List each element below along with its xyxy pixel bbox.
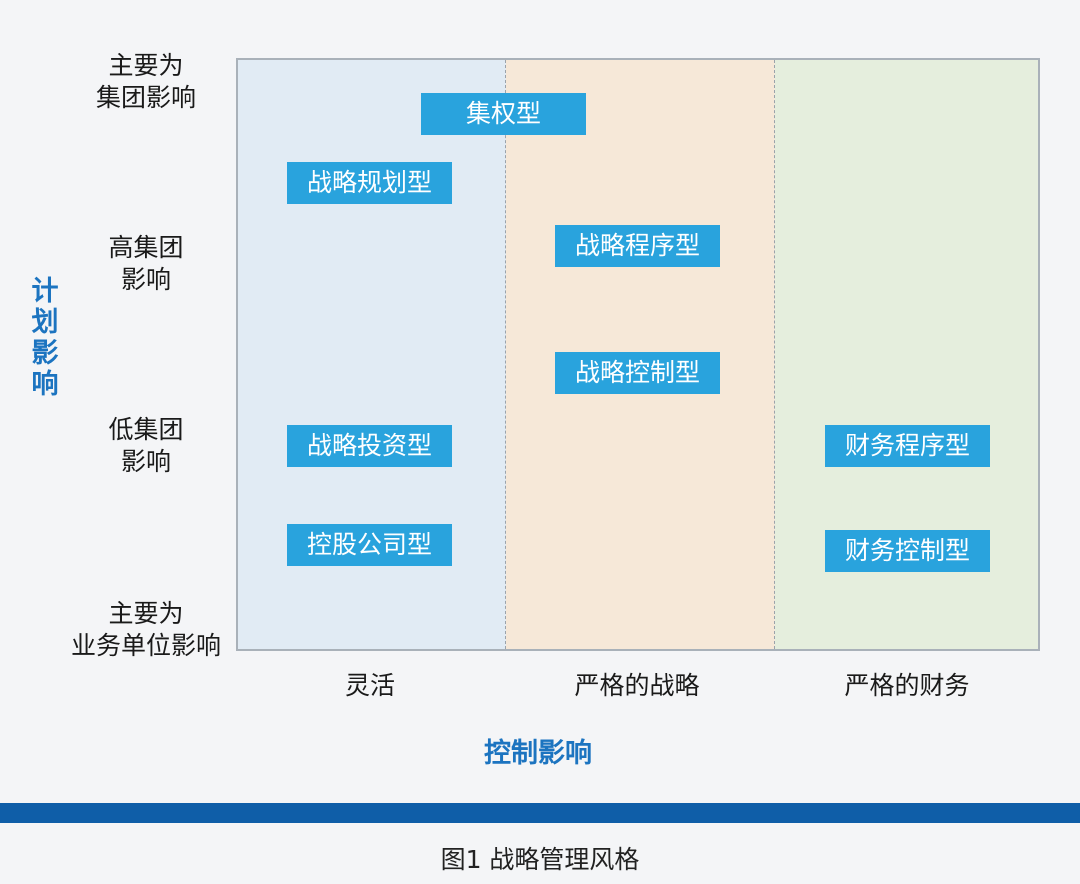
style-box-financial-control: 财务控制型 bbox=[825, 530, 990, 572]
x-axis-title: 控制影响 bbox=[484, 738, 592, 769]
style-box-strategic-investment: 战略投资型 bbox=[287, 425, 452, 467]
style-box-strategic-control: 战略控制型 bbox=[555, 352, 720, 394]
y-level-business-unit-dominant: 主要为 业务单位影响 bbox=[70, 599, 221, 660]
y-level-group-dominant: 主要为 集团影响 bbox=[95, 51, 196, 112]
x-category-strict-strategic: 严格的战略 bbox=[574, 671, 700, 700]
style-box-centralized: 集权型 bbox=[421, 93, 586, 135]
style-box-strategic-planning: 战略规划型 bbox=[287, 162, 452, 204]
figure-caption: 图1 战略管理风格 bbox=[440, 845, 640, 874]
x-category-flexible: 灵活 bbox=[344, 671, 395, 700]
y-axis-title: 计划影响 bbox=[31, 276, 59, 400]
style-box-financial-programming: 财务程序型 bbox=[825, 425, 990, 467]
style-box-strategic-programming: 战略程序型 bbox=[555, 225, 720, 267]
x-category-strict-financial: 严格的财务 bbox=[844, 671, 970, 700]
style-box-holding-company: 控股公司型 bbox=[287, 524, 452, 566]
footer-stripe bbox=[0, 803, 1080, 823]
y-level-high-group: 高集团 影响 bbox=[108, 233, 184, 294]
y-level-low-group: 低集团 影响 bbox=[108, 415, 184, 476]
